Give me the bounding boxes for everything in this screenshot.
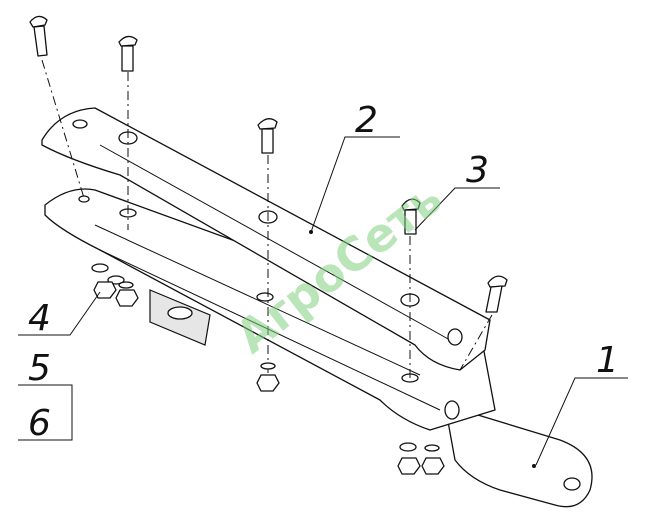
leader-lines	[18, 136, 628, 466]
center-lines	[41, 59, 493, 380]
bolt-4	[401, 198, 421, 235]
fasteners-left	[91, 263, 139, 307]
bolts	[29, 15, 508, 313]
callout-1: 1	[596, 340, 619, 381]
fasteners-center	[256, 362, 280, 392]
callout-3: 3	[466, 150, 489, 191]
bolt-3	[257, 118, 278, 154]
part-1-bracket	[444, 404, 593, 508]
fasteners-right	[397, 442, 445, 475]
callout-5: 5	[28, 348, 51, 389]
bolt-1	[29, 15, 48, 57]
bolt-2	[118, 35, 138, 72]
callout-2: 2	[355, 100, 378, 141]
callout-6: 6	[28, 403, 51, 444]
callout-4: 4	[28, 298, 51, 339]
clamp-plate	[149, 289, 211, 346]
bolt-5	[485, 275, 508, 313]
